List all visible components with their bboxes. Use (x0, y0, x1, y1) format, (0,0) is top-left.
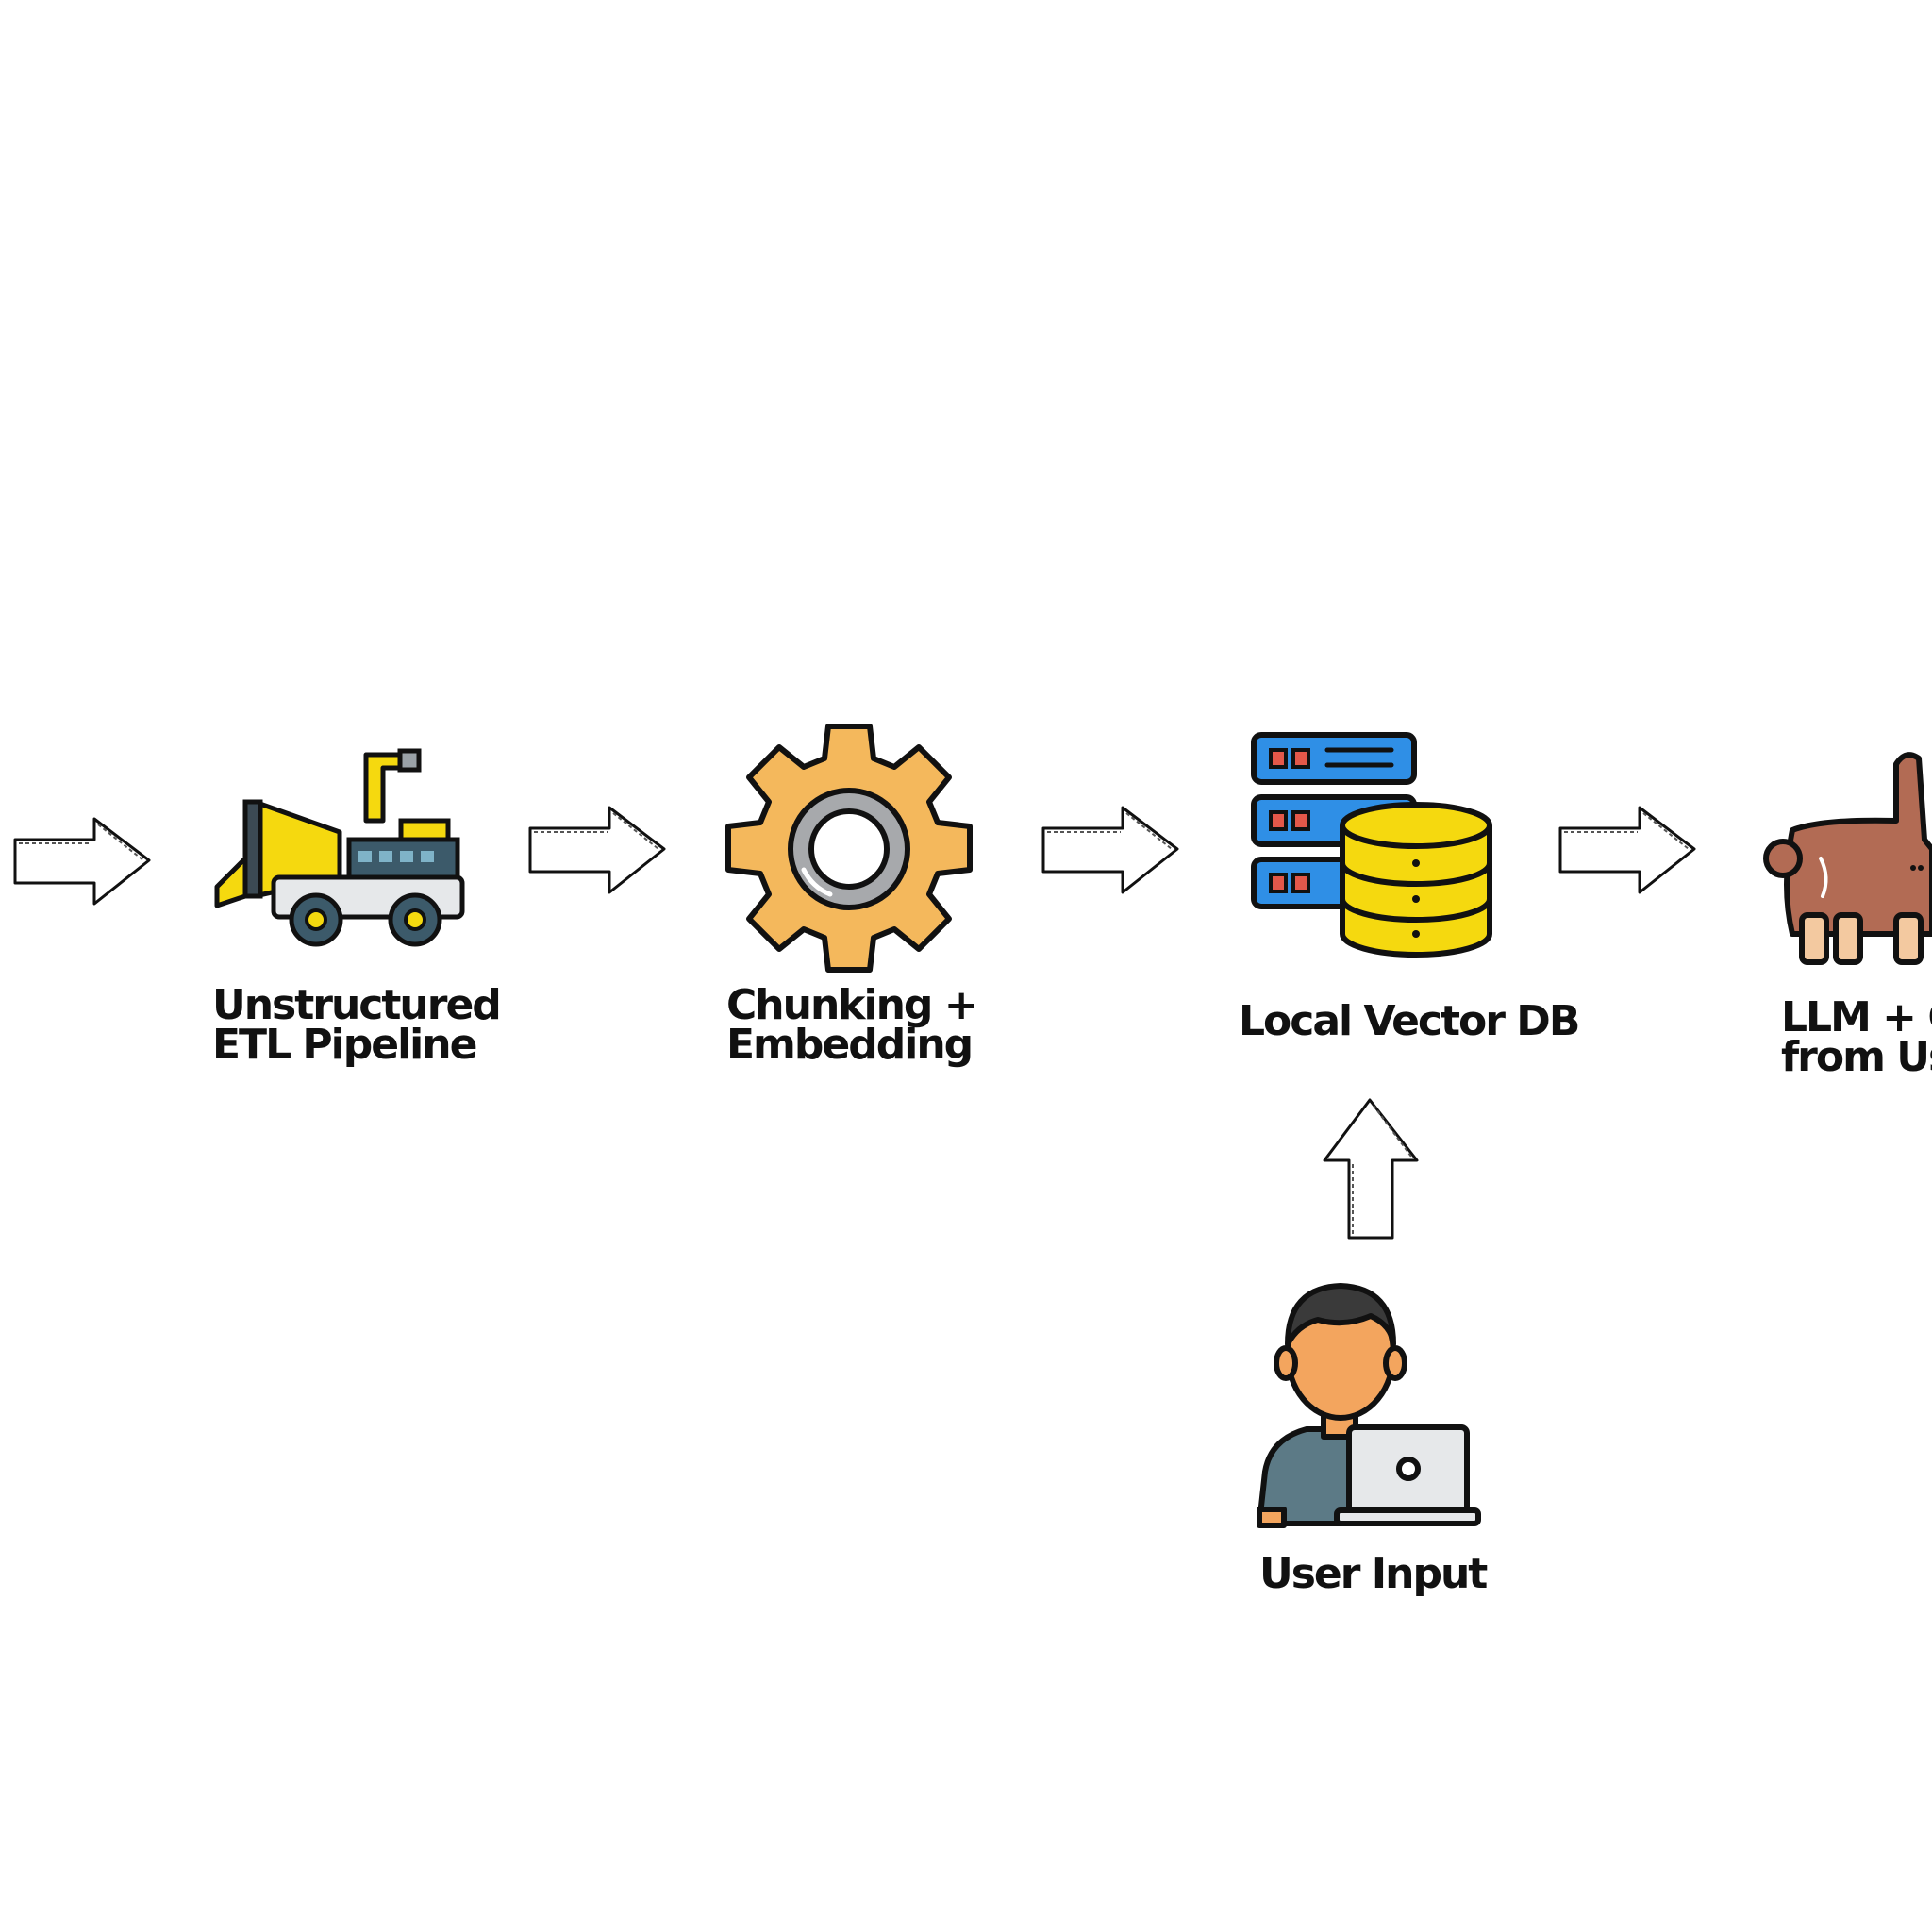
etl-pipeline-label-line2: ETL Pipeline (212, 1021, 477, 1069)
flow-arrow-input (11, 811, 153, 915)
chunking-embedding-label-line1: Chunking + (726, 981, 979, 1029)
llama-icon (1763, 752, 1932, 965)
server-database-icon (1251, 732, 1492, 958)
user-input-node (1250, 1269, 1481, 1528)
flow-arrow-user-to-db (1319, 1094, 1423, 1241)
llm-label-line1: LLM + C (1781, 993, 1932, 1041)
gear-icon (725, 724, 973, 973)
wood-chipper-truck-icon (214, 748, 465, 947)
user-input-label: User Input (1259, 1550, 1488, 1598)
flow-arrow-etl-to-embedding (526, 800, 668, 904)
etl-pipeline-label-line1: Unstructured (212, 981, 502, 1029)
chunking-embedding-label-line2: Embedding (726, 1021, 974, 1069)
llm-label: LLM + C from Us (1781, 993, 1932, 1081)
etl-pipeline-label: Unstructured ETL Pipeline (212, 981, 502, 1069)
vector-db-node (1250, 731, 1495, 967)
flow-arrow-embedding-to-db (1040, 800, 1181, 904)
chunking-embedding-node (722, 722, 976, 976)
chunking-embedding-label: Chunking + Embedding (726, 981, 979, 1069)
vector-db-label: Local Vector DB (1239, 997, 1580, 1045)
flow-arrow-db-to-llm (1557, 800, 1698, 904)
llm-label-line2: from Us (1781, 1033, 1932, 1081)
user-laptop-icon (1257, 1283, 1481, 1528)
llm-node (1763, 745, 1932, 972)
etl-pipeline-node (208, 745, 472, 953)
